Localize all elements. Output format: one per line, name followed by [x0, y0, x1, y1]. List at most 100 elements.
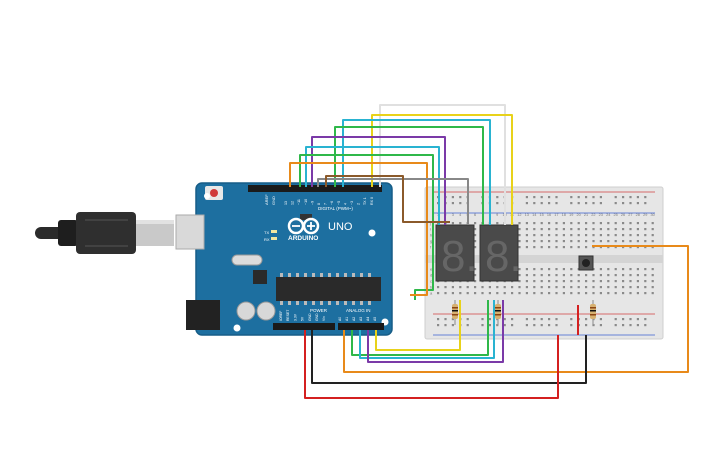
power-pin-label: A5 [373, 317, 377, 321]
row-letter: f [430, 245, 432, 250]
pushbutton[interactable] [578, 255, 594, 271]
power-pin-label: Vin [322, 316, 326, 321]
column-number: 13 [525, 213, 529, 217]
wires [289, 104, 689, 399]
column-number: 4 [459, 213, 461, 217]
row-letter: d [430, 273, 432, 278]
digital-pin-label: ~5 [337, 201, 341, 205]
digital-pin-label: ~10 [304, 199, 308, 205]
column-number: 3 [452, 213, 454, 217]
wire-green-top [334, 126, 484, 225]
resistor-2[interactable] [495, 300, 501, 325]
column-number: 19 [569, 213, 573, 217]
power-pin-label: 5V [301, 316, 305, 321]
wire-yellow [371, 114, 513, 225]
digital-pin-label: 7 [324, 203, 328, 205]
analog-text: ANALOG IN [346, 308, 371, 313]
microcontroller-chip [276, 277, 381, 301]
digital-pin-label: ~9 [310, 201, 314, 205]
digital-text: DIGITAL (PWM~) [318, 206, 353, 211]
power-pin-label: 3.3V [293, 313, 297, 321]
column-number: 30 [650, 213, 654, 217]
resistor-1[interactable] [452, 300, 458, 325]
wire-orange-right [343, 245, 689, 373]
column-number: 26 [621, 213, 625, 217]
column-number: 23 [599, 213, 603, 217]
digital-pin-label: RX 0 [370, 197, 374, 205]
display-digit-2: 8. [485, 232, 522, 281]
power-pin-label: A4 [366, 317, 370, 321]
arduino-logo [287, 217, 320, 235]
rx-text: RX [264, 237, 270, 242]
wire-gray [317, 178, 469, 225]
column-number: 16 [547, 213, 551, 217]
power-pin-label: A0 [338, 317, 342, 321]
power-pin-label: A1 [345, 317, 349, 321]
column-number: 24 [606, 213, 610, 217]
column-number: 14 [532, 213, 536, 217]
wire-orange-top [289, 162, 428, 296]
power-pin-label: A3 [359, 317, 363, 321]
digital-pin-label: TX 1 [363, 197, 367, 205]
digital-pin-label: 4 [343, 203, 347, 205]
power-jack [186, 300, 220, 330]
row-letter: g [430, 239, 432, 244]
arduino-board: ARDUINO UNO DIGITAL (PWM~) TX RX POWER A… [175, 182, 393, 336]
tx-text: TX [264, 230, 269, 235]
digital-pin-label: 12 [291, 201, 295, 205]
power-pin-label: RESET [286, 310, 290, 321]
row-letter: a [430, 291, 433, 296]
display-digit-1: 8. [441, 232, 478, 281]
column-number: 15 [539, 213, 543, 217]
column-number: 25 [613, 213, 617, 217]
column-number: 28 [636, 213, 640, 217]
power-text: POWER [310, 308, 328, 313]
reset-button [210, 189, 218, 197]
row-letter: b [430, 285, 433, 290]
seven-segment-display-1[interactable]: 8. [435, 224, 478, 282]
wire-yellow-bottom [375, 300, 461, 351]
uno-text: UNO [328, 221, 353, 233]
wire-purple-bottom [367, 300, 504, 363]
row-letter: i [430, 227, 431, 232]
digital-pin-label: 8 [317, 203, 321, 205]
power-pin-label: IOREF [279, 311, 283, 321]
resistor-3[interactable] [590, 300, 596, 325]
digital-pin-label: 2 [357, 203, 361, 205]
wire-cyan-bottom [359, 300, 495, 359]
digital-pin-label: ~11 [297, 199, 301, 205]
column-number: 20 [576, 213, 580, 217]
digital-pin-label: 13 [284, 201, 288, 205]
aref-text: AREF [264, 194, 269, 205]
wire-green-bottom [351, 300, 489, 356]
row-letter: c [430, 279, 432, 284]
logo-text: ARDUINO [288, 235, 318, 242]
gnd-text: GND [271, 196, 276, 205]
wire-red [304, 330, 559, 399]
wire-black [311, 330, 587, 384]
column-number: 12 [517, 213, 521, 217]
column-number: 21 [584, 213, 588, 217]
row-letter: e [430, 267, 433, 272]
power-pin-label: GND [315, 313, 319, 321]
column-number: 29 [643, 213, 647, 217]
power-pin-label: GND [308, 313, 312, 321]
column-number: 18 [562, 213, 566, 217]
column-number: 17 [554, 213, 558, 217]
power-header [273, 323, 335, 330]
seven-segment-display-2[interactable]: 8. [479, 224, 522, 282]
wire-cyan-top [342, 119, 491, 225]
digital-pin-label: ~6 [330, 201, 334, 205]
column-number: 6 [474, 213, 476, 217]
column-number: 9 [496, 213, 498, 217]
column-number: 22 [591, 213, 595, 217]
digital-pin-label: ~3 [350, 201, 354, 205]
analog-header [338, 323, 384, 330]
digital-header [248, 185, 382, 192]
usb-cable [35, 212, 174, 254]
wire-cyan-mid [305, 146, 440, 225]
row-letter: h [430, 233, 432, 238]
